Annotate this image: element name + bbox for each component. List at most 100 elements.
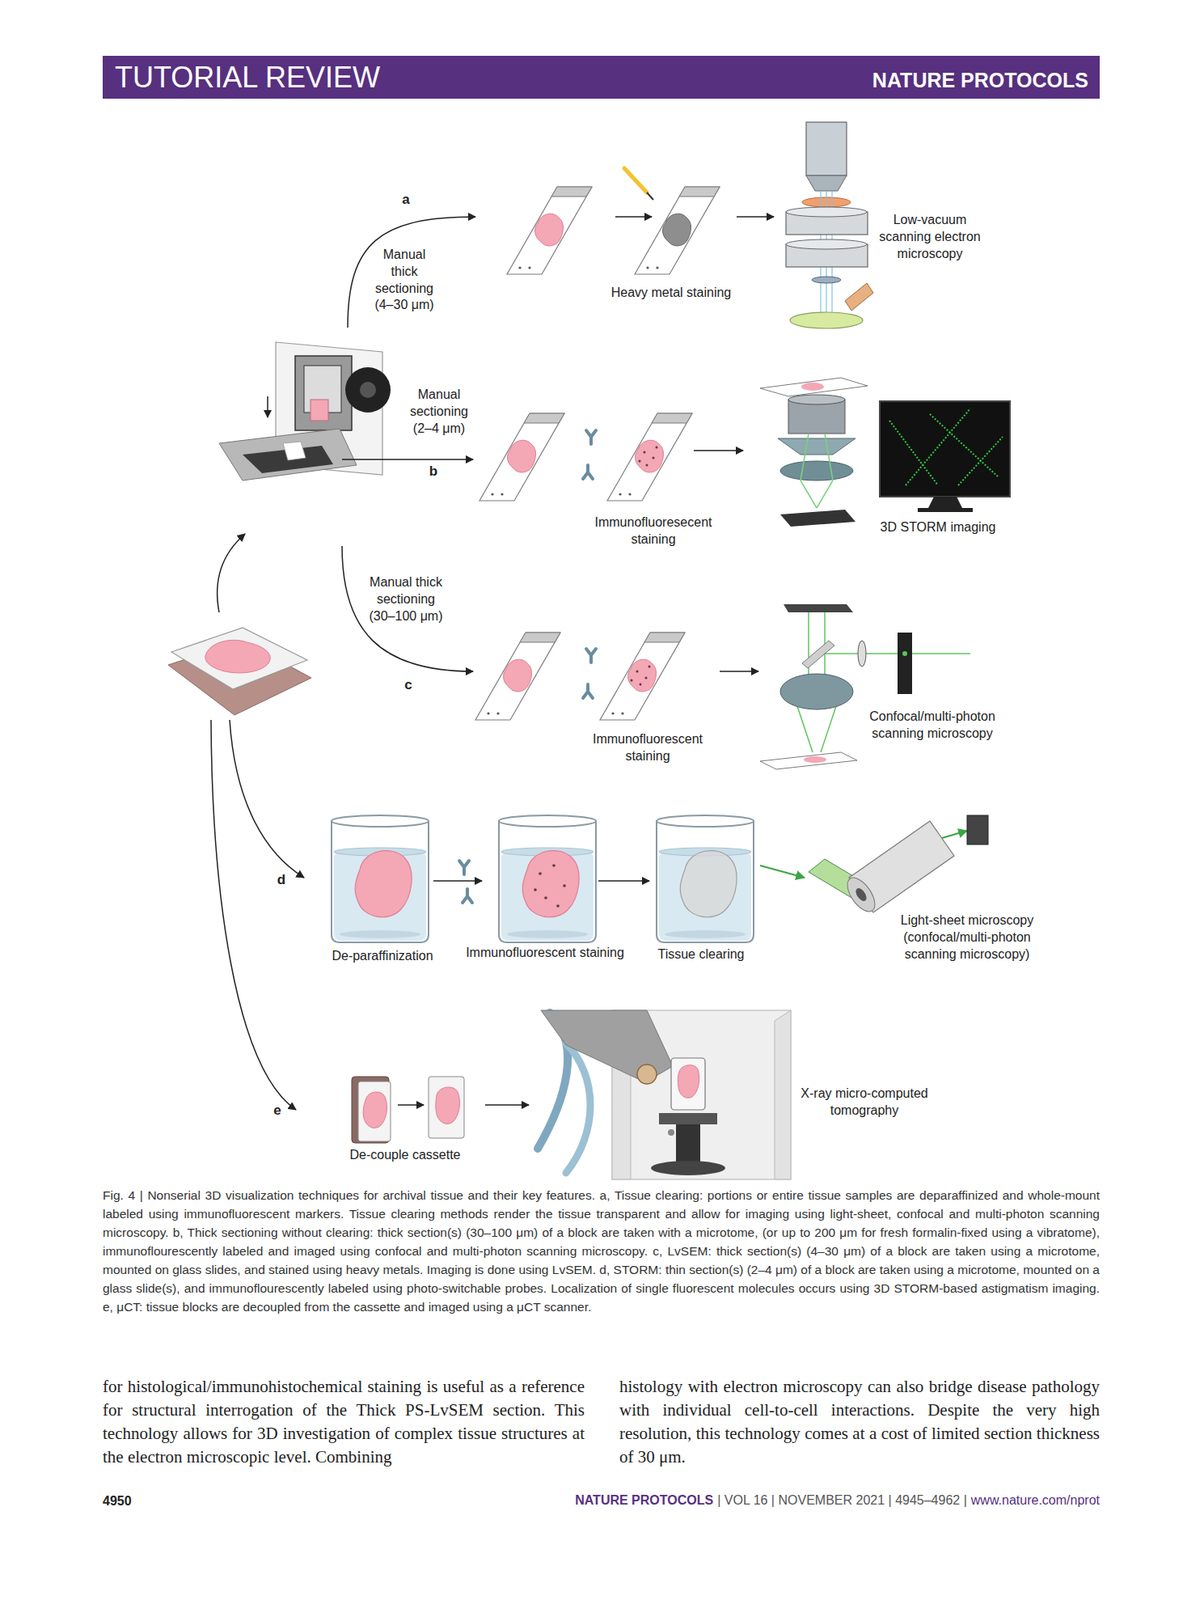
antibody [586,648,596,663]
instrument-label: Light-sheet microscopy (confocal/multi-p… [887,912,1047,963]
panel-letter: a [393,190,419,209]
microtome [345,367,391,413]
body-text: histology with electron microscopy can a… [619,1374,1100,1469]
micro-ct-scanner [677,1064,699,1099]
step-label: Heavy metal staining [566,284,777,302]
storm-microscope [800,433,833,508]
storm-microscope [801,382,824,391]
pipette [624,168,654,200]
beaker [680,850,737,917]
micro-ct-scanner [667,1128,675,1136]
step-label: Manual sectioning (2–4 μm) [402,386,476,437]
step-label: Immunofluorescent staining [439,944,651,962]
beaker [522,850,579,917]
flow-arrow [347,216,476,328]
light-sheet-microscope [967,815,989,845]
tissue-cassette [351,1076,465,1143]
confocal-microscope [760,751,858,769]
storm-microscope [780,460,854,481]
footer-line: NATURE PROTOCOLS| VOL 16 | NOVEMBER 2021… [574,1492,1100,1508]
glass-slide [635,439,664,473]
flow-arrow [615,215,652,218]
antibody [459,860,469,875]
monitor [958,436,1003,486]
light-sheet-microscope [942,830,968,838]
flow-arrow [485,1103,529,1106]
antibody [582,464,593,479]
journal-name: NATURE PROTOCOLS [764,67,1089,94]
confocal-microscope [857,640,867,667]
glass-slide [607,413,693,501]
beaker [498,815,596,943]
tissue-cassette [428,1076,465,1138]
storm-microscope [760,377,868,527]
beaker [533,863,567,908]
instrument-label: Confocal/multi-photon scanning microscop… [861,708,1004,743]
glass-slide [535,213,564,246]
monitor [928,496,963,508]
instrument-label: X-ray micro-computed tomography [792,1085,937,1120]
monitor [879,401,1010,512]
glass-slide [634,186,720,275]
micro-ct-scanner [566,1043,591,1173]
confocal-microscope [796,703,813,752]
confocal-microscope [820,703,837,752]
panel-letter: e [265,1101,290,1120]
storm-microscope [788,394,845,405]
storm-microscope [800,480,817,508]
glass-slide [630,665,651,686]
glass-slide [655,446,659,449]
electron-microscope [785,122,874,329]
tissue-cassette [363,1091,387,1128]
journal-url: www.nature.com/nprot [971,1492,1100,1508]
body-text: for histological/immunohistochemical sta… [102,1374,585,1469]
paraffin-block [168,627,312,715]
beaker [533,887,537,892]
step-label: Immunofluorescent staining [581,730,715,765]
panel-letter: b [421,462,446,481]
electron-microscope [844,283,874,311]
flow-arrow [598,879,650,882]
glass-slide [503,659,533,692]
beaker [538,871,542,875]
flow-arrow [211,719,296,1110]
header-title: TUTORIAL REVIEW [114,59,600,98]
monitor [889,408,1003,486]
storm-microscope [800,433,809,481]
glass-slide [643,451,647,454]
electron-microscope [806,175,847,191]
page-number: 4950 [102,1492,200,1510]
monitor [879,401,1010,497]
glass-slide [663,213,692,246]
glass-slide [636,670,639,673]
storm-microscope [780,509,856,527]
monitor [917,507,973,512]
antibody [459,430,596,903]
paraffin-block [171,627,308,689]
glass-slide [638,446,659,467]
micro-ct-scanner [650,1160,726,1175]
confocal-microscope [902,650,908,656]
pipette [646,192,654,200]
flow-arrow [397,1103,424,1106]
glass-slide [506,186,720,275]
light-sheet-microscope [849,820,955,913]
glass-slide [475,632,685,720]
microtome [266,396,269,418]
flow-arrow [736,215,774,218]
confocal-microscope [783,604,854,613]
microtome [283,441,306,461]
confocal-microscope [824,652,858,655]
glass-slide [628,659,657,692]
light-sheet-microscope [760,815,989,917]
confocal-microscope [897,632,913,694]
paraffin-block [205,639,271,673]
issue-info: | VOL 16 | NOVEMBER 2021 | 4945–4962 | [717,1492,968,1508]
confocal-microscope [866,652,898,655]
glass-slide [646,464,649,467]
glass-slide [645,676,648,680]
step-label: Manual thick sectioning (4–30 μm) [368,246,440,314]
instrument-label: 3D STORM imaging [840,519,1036,537]
electron-microscope [785,207,867,217]
